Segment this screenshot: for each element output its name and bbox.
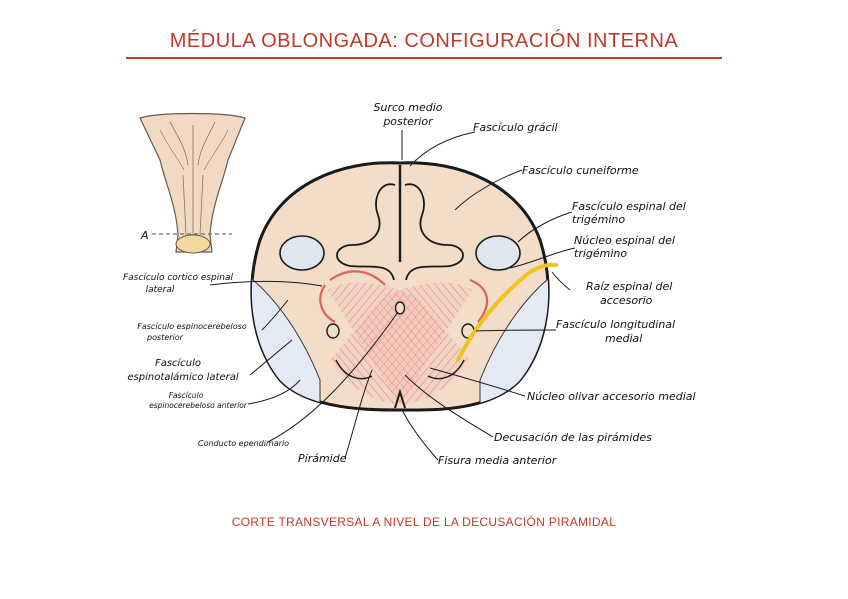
label-fasciculo-corticoespinal-lateral: Fascículo cortico espinal lateral — [123, 273, 234, 295]
trigeminal-tract-right — [475, 235, 521, 271]
svg-text:Núcleo espinal del: Núcleo espinal del — [574, 234, 675, 247]
anterior-median-fissure — [394, 388, 406, 409]
svg-text:Fascículo: Fascículo — [169, 391, 204, 400]
label-fasciculo-espinal-trigemino: Fascículo espinal del trigémino — [572, 200, 686, 226]
svg-text:Fascículo cortico espinal: Fascículo cortico espinal — [123, 273, 234, 283]
central-canal — [394, 301, 406, 315]
label-surco-medio-posterior: Surco medio posterior — [373, 101, 442, 128]
label-conducto-ependimario: Conducto ependimario — [198, 439, 289, 448]
label-nucleo-espinal-trigemino: Núcleo espinal del trigémino — [574, 234, 675, 260]
svg-text:posterior: posterior — [382, 115, 434, 128]
svg-text:Fascículo: Fascículo — [155, 357, 201, 369]
label-fasciculo-espinocerebeloso-posterior: Fascículo espinocerebeloso posterior — [137, 322, 247, 342]
thumbnail-section-highlight — [175, 234, 211, 254]
svg-text:medial: medial — [605, 332, 642, 345]
label-piramide: Pirámide — [298, 452, 347, 465]
svg-text:lateral: lateral — [146, 285, 175, 295]
label-fasciculo-cuneiforme: Fascículo cuneiforme — [522, 164, 639, 177]
label-decusacion-piramides: Decusación de las pirámides — [494, 431, 652, 444]
svg-text:Raíz espinal del: Raíz espinal del — [586, 280, 672, 293]
accessory-olive-right — [427, 359, 465, 380]
title-underline — [126, 57, 722, 59]
grey-matter-right — [404, 183, 464, 281]
svg-text:Surco medio: Surco medio — [373, 101, 442, 114]
corticospinal-outline — [319, 270, 488, 323]
accessory-root — [456, 262, 558, 362]
label-fasciculo-espinocerebeloso-anterior: Fascículo espinocerebeloso anterior — [149, 391, 248, 410]
figure-caption: CORTE TRANSVERSAL A NIVEL DE LA DECUSACI… — [231, 515, 617, 529]
svg-text:Fascículo espinocerebeloso: Fascículo espinocerebeloso — [137, 322, 247, 331]
label-nucleo-olivar-accesorio-medial: Núcleo olivar accesorio medial — [527, 390, 696, 403]
label-fasciculo-gracil: Fascículo grácil — [473, 121, 558, 134]
label-fasciculo-espinotalamico-lateral: Fascículo espinotalámico lateral — [127, 357, 238, 383]
label-fisura-media-anterior: Fisura media anterior — [438, 454, 558, 467]
svg-text:espinocerebeloso anterior: espinocerebeloso anterior — [149, 401, 248, 410]
transverse-section — [250, 161, 558, 412]
trigeminal-tract-left — [279, 235, 325, 271]
svg-text:Fascículo espinal del: Fascículo espinal del — [572, 200, 686, 213]
pyramidal-decussation — [328, 282, 472, 405]
svg-text:Fascículo longitudinal: Fascículo longitudinal — [556, 318, 675, 331]
label-raiz-espinal-accesorio: Raíz espinal del accesorio — [586, 280, 672, 307]
svg-text:posterior: posterior — [146, 333, 184, 342]
svg-text:accesorio: accesorio — [600, 294, 653, 307]
mlf-left — [326, 323, 340, 339]
svg-text:espinotalámico lateral: espinotalámico lateral — [127, 371, 238, 383]
svg-text:trigémino: trigémino — [572, 213, 625, 226]
svg-text:trigémino: trigémino — [574, 247, 627, 260]
grey-matter-left — [336, 183, 396, 281]
label-fasciculo-longitudinal-medial: Fascículo longitudinal medial — [556, 318, 675, 345]
brainstem-thumbnail: A — [139, 112, 246, 254]
section-outline — [250, 161, 550, 412]
brainstem-thumbnail-body — [139, 112, 246, 253]
page-title: MÉDULA OBLONGADA: CONFIGURACIÓN INTERNA — [169, 30, 679, 52]
leader-lines — [209, 130, 576, 461]
thumbnail-marker-a: A — [140, 229, 149, 242]
